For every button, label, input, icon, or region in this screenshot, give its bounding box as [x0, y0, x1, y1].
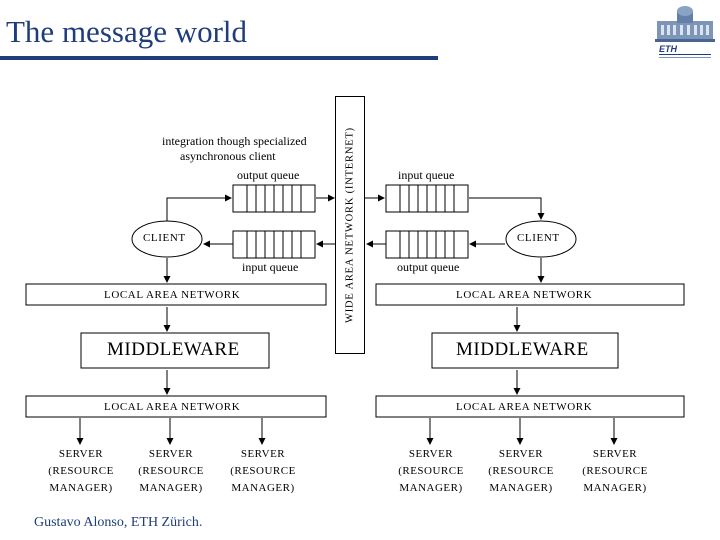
left-middleware-box [80, 332, 270, 369]
left-middleware-label: MIDDLEWARE [107, 339, 240, 360]
right-lan-top-bar [375, 283, 685, 306]
right-output-queue [385, 230, 469, 259]
left-output-queue-label: output queue [237, 168, 300, 182]
page-title: The message world [6, 14, 248, 49]
left-annotation-line1: integration though specialized [162, 134, 307, 148]
wan-label: WIDE AREA NETWORK (INTERNET) [344, 127, 356, 323]
right-lan-bottom-label: LOCAL AREA NETWORK [456, 401, 593, 413]
right-middleware-box [431, 332, 619, 369]
left-lan-bottom-bar [25, 395, 327, 418]
right-output-queue-label: output queue [397, 260, 460, 274]
wide-area-network-box: WIDE AREA NETWORK (INTERNET) [335, 96, 365, 354]
footer-author: Gustavo Alonso, ETH Zürich. [34, 515, 203, 530]
right-lan-top-label: LOCAL AREA NETWORK [456, 289, 593, 301]
left-input-queue-label: input queue [242, 260, 299, 274]
right-client-label: CLIENT [517, 232, 560, 244]
queues [232, 184, 469, 259]
eth-building-logo-icon: ETH [655, 6, 715, 58]
left-input-queue [232, 230, 316, 259]
right-lan-bottom-bar [375, 395, 685, 418]
left-lan-top-bar [25, 283, 327, 306]
left-output-queue [232, 184, 316, 213]
left-annotation-line2: asynchronous client [180, 149, 276, 163]
right-input-queue [385, 184, 469, 213]
right-middleware-label: MIDDLEWARE [456, 339, 589, 360]
right-client-ellipse [505, 220, 577, 258]
left-client-label: CLIENT [143, 232, 186, 244]
left-lan-bottom-label: LOCAL AREA NETWORK [104, 401, 241, 413]
right-input-queue-label: input queue [398, 168, 455, 182]
eth-logo-text: ETH [659, 44, 678, 54]
title-underline [0, 56, 438, 60]
left-lan-top-label: LOCAL AREA NETWORK [104, 289, 241, 301]
connectors [76, 194, 618, 445]
